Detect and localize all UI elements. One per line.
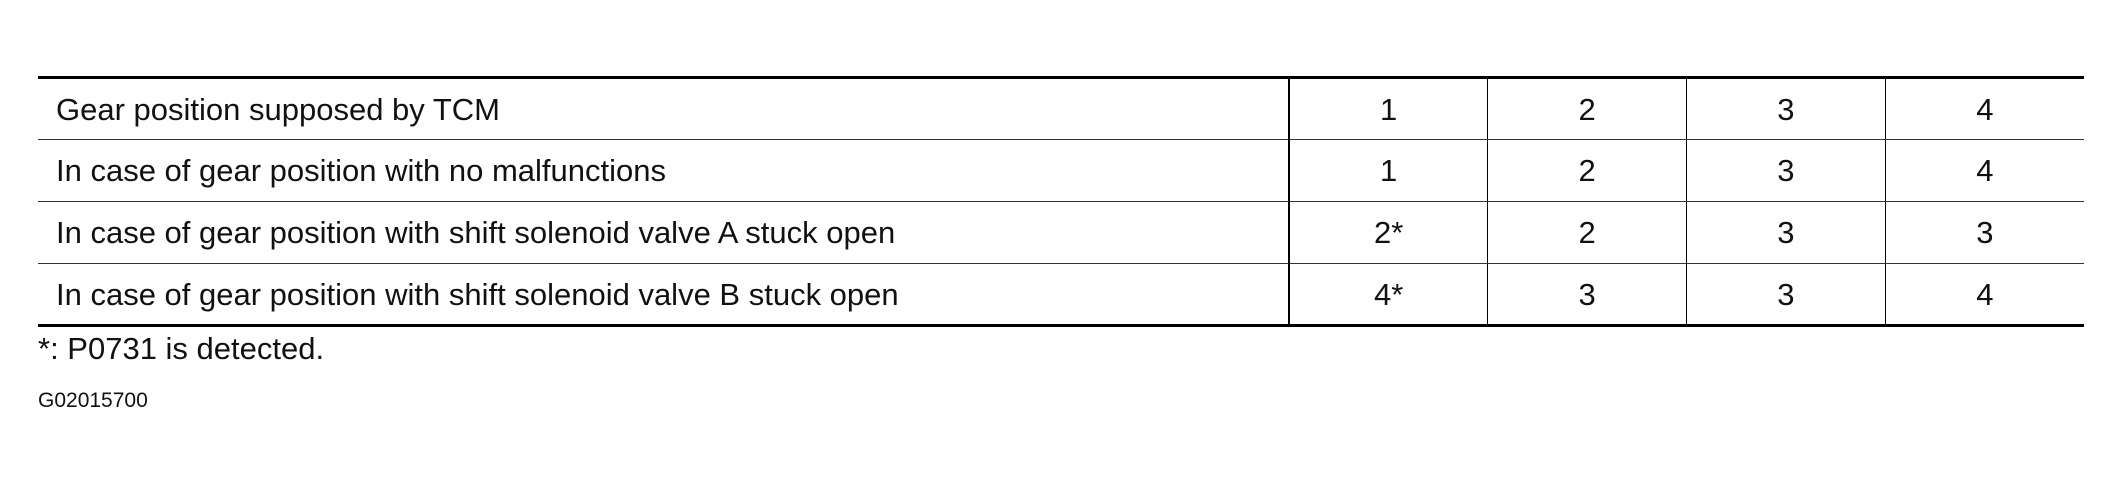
row-label: In case of gear position with shift sole… [38, 201, 1290, 264]
row-label: In case of gear position with shift sole… [38, 263, 1290, 327]
row-label: In case of gear position with no malfunc… [38, 139, 1290, 202]
gear-1-value: 1 [1289, 139, 1489, 202]
footnote: *: P0731 is detected. [38, 331, 325, 366]
gear-1-value: 2* [1289, 201, 1489, 264]
gear-2-value: 2 [1487, 139, 1687, 202]
gear-3-value: 3 [1686, 76, 1886, 140]
table-row-valve-a-stuck-open: In case of gear position with shift sole… [38, 201, 2084, 264]
gear-3-value: 3 [1686, 263, 1886, 327]
gear-4-value: 4 [1885, 139, 2084, 202]
row-label: Gear position supposed by TCM [38, 76, 1290, 140]
gear-3-value: 3 [1686, 201, 1886, 264]
table-row-no-malfunctions: In case of gear position with no malfunc… [38, 139, 2084, 202]
gear-position-table: Gear position supposed by TCM 1 2 3 4 In… [38, 76, 2084, 327]
table-row-valve-b-stuck-open: In case of gear position with shift sole… [38, 263, 2084, 327]
gear-4-value: 4 [1885, 76, 2084, 140]
table-row-gear-supposed-by-tcm: Gear position supposed by TCM 1 2 3 4 [38, 76, 2084, 140]
gear-1-value: 4* [1289, 263, 1489, 327]
gear-4-value: 3 [1885, 201, 2084, 264]
gear-4-value: 4 [1885, 263, 2084, 327]
gear-2-value: 2 [1487, 201, 1687, 264]
figure-id: G02015700 [38, 389, 148, 412]
gear-2-value: 3 [1487, 263, 1687, 327]
gear-2-value: 2 [1487, 76, 1687, 140]
gear-1-value: 1 [1289, 76, 1489, 140]
gear-3-value: 3 [1686, 139, 1886, 202]
